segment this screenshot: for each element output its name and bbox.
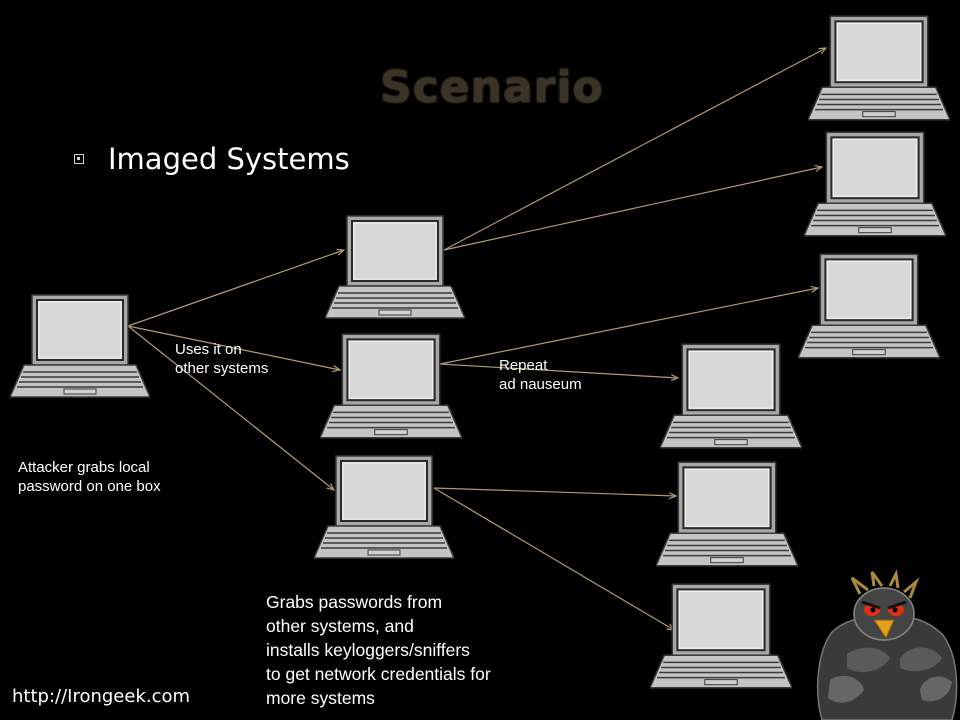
repeat-label: Repeat ad nauseum <box>499 357 582 393</box>
footer-url: http://Irongeek.com <box>12 686 191 707</box>
arrow-attacker-to-mid-bottom <box>127 325 334 490</box>
arrow-mid-top-to-right-1 <box>443 48 826 251</box>
uses-it-label: Uses it on other systems <box>175 341 269 377</box>
laptop-icon <box>656 461 798 567</box>
laptop-icon <box>650 583 792 689</box>
laptop-icon <box>325 214 465 320</box>
laptop-icon <box>320 333 462 439</box>
slide-title: Scenario <box>380 62 604 113</box>
grabs-label: Grabs passwords from other systems, and … <box>266 592 491 708</box>
laptop-icon <box>660 343 802 449</box>
laptop-icon <box>10 293 150 399</box>
bullet-text: Imaged Systems <box>108 142 350 176</box>
attacker-label: Attacker grabs local password on one box <box>18 459 161 495</box>
arrow-mid-top-to-right-2 <box>443 167 822 251</box>
laptop-icon <box>314 454 454 560</box>
bullet-item: Imaged Systems <box>74 142 350 176</box>
laptop-icon <box>808 15 950 121</box>
square-bullet-icon <box>74 154 84 164</box>
connection-arrows <box>127 48 826 630</box>
angry-penguin-icon <box>816 569 958 720</box>
arrow-mid-bottom-to-right-5 <box>433 487 676 496</box>
arrow-mid-center-to-right-4 <box>439 363 678 378</box>
arrow-attacker-to-mid-top <box>127 250 344 327</box>
laptops <box>10 15 950 689</box>
arrow-mid-bottom-to-right-6 <box>433 487 674 630</box>
laptop-icon <box>798 253 940 359</box>
arrow-attacker-to-mid-center <box>127 325 340 370</box>
laptop-icon <box>804 131 946 237</box>
arrow-mid-center-to-right-3 <box>439 288 818 365</box>
